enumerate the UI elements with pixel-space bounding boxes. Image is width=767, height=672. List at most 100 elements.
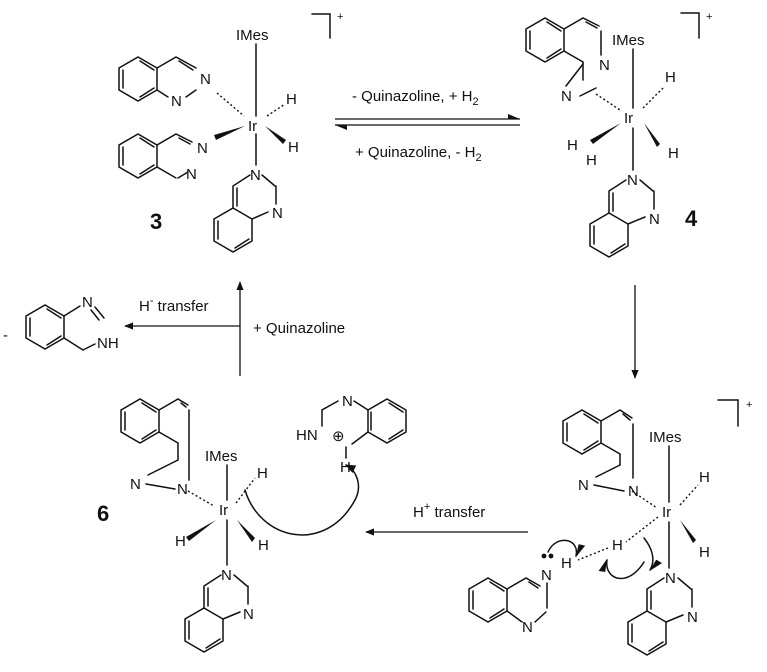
nitrogen-atom: N xyxy=(342,393,353,410)
nitrogen-atom: N xyxy=(541,567,552,584)
positive-charge: ⊕ xyxy=(332,428,345,445)
quinazoline-ligand: N N xyxy=(184,567,254,653)
quinazoline-ligand: N N xyxy=(120,398,190,498)
hydride-label: H xyxy=(612,537,623,554)
nitrogen-atom: N xyxy=(522,619,533,636)
bond-ir-h-wedge xyxy=(237,520,255,542)
iridium-label-3: Ir xyxy=(248,118,257,135)
nitrogen-atom: N xyxy=(171,93,182,110)
charge-plus-4: + xyxy=(706,11,712,23)
hn-atom: HN xyxy=(296,427,318,444)
quinazoline-ligand: N N xyxy=(589,172,660,258)
iridium-label-6: Ir xyxy=(219,502,228,519)
quinazoline-ligand: N N xyxy=(118,56,211,110)
hydride-label: H xyxy=(668,145,679,162)
complex-6: IMes Ir H H H N N N xyxy=(97,393,407,653)
proton-transfer-arrow: H+ transfer xyxy=(365,501,528,536)
quinazoline-ligand: N N xyxy=(562,409,639,500)
charge-bracket xyxy=(680,12,700,39)
add-quinazoline-label: + Quinazoline xyxy=(253,320,345,337)
nitrogen-atom: N xyxy=(250,167,261,184)
hydride-label: H xyxy=(561,555,572,572)
hydride-label: H xyxy=(340,459,351,476)
imes-label-4: IMes xyxy=(612,32,645,49)
equilibrium-arrow: - Quinazoline, + H2 + Quinazoline, - H2 xyxy=(335,88,520,164)
lone-pair-dot xyxy=(541,553,547,559)
hydride-label: H xyxy=(288,139,299,156)
bond-ir-n-dashed xyxy=(216,92,245,117)
nitrogen-atom: N xyxy=(197,140,208,157)
hydride-label: H xyxy=(286,91,297,108)
nitrogen-atom: N xyxy=(200,71,211,88)
lone-pair-dot xyxy=(548,553,554,559)
compound-number-4: 4 xyxy=(685,206,698,231)
hydride-label: H xyxy=(567,137,578,154)
quinazoline-ligand: N N xyxy=(213,167,283,253)
bond-ir-h-wedge xyxy=(680,520,696,543)
hydride-label: H xyxy=(258,537,269,554)
charge-bracket xyxy=(717,399,739,427)
dihydroquinazoline-product: - N NH xyxy=(3,294,119,352)
forward-condition-text: - Quinazoline, + H2 xyxy=(352,88,479,108)
bond-ir-n-wedge xyxy=(214,126,245,140)
bond-ir-h-wedge xyxy=(590,123,621,144)
bond-ir-n-dashed xyxy=(595,93,621,111)
nitrogen-atom: N xyxy=(177,481,188,498)
nitrogen-atom: N xyxy=(578,477,589,494)
iridium-label-4: Ir xyxy=(624,110,633,127)
imes-label-ts: IMes xyxy=(649,429,682,446)
hydride-label: H xyxy=(586,152,597,169)
proton-transfer-label: H+ transfer xyxy=(413,501,485,521)
nitrogen-atom: N xyxy=(186,166,197,183)
nitrogen-atom: N xyxy=(243,606,254,623)
curved-arrow xyxy=(244,464,360,536)
nitrogen-atom: N xyxy=(649,211,660,228)
imes-label-3: IMes xyxy=(236,27,269,44)
reverse-condition-text: + Quinazoline, - H2 xyxy=(355,144,482,164)
charge-bracket xyxy=(311,13,331,39)
quinazoline-ligand: N N xyxy=(627,570,698,656)
bond-ir-h-wedge xyxy=(644,123,660,147)
nitrogen-atom: N xyxy=(130,476,141,493)
iridium-label-ts: Ir xyxy=(662,504,671,521)
bond-ir-h-dashed xyxy=(642,87,664,109)
curved-arrow xyxy=(643,537,663,572)
leading-dash: - xyxy=(3,327,8,344)
bond-ir-n-dashed xyxy=(187,490,215,507)
hydride-transfer-label: H- transfer xyxy=(139,295,209,315)
nitrogen-atom: N xyxy=(599,57,610,74)
complex-4: + IMes Ir H H H H N N N xyxy=(525,11,712,258)
charge-plus-ts: + xyxy=(746,399,752,411)
quinazoline-ligand: N N xyxy=(525,17,610,105)
hydride-label: H xyxy=(175,533,186,550)
quinazolinium-cation: N HN ⊕ H xyxy=(296,393,407,476)
charge-plus-3: + xyxy=(337,11,343,23)
hydride-label: H xyxy=(665,69,676,86)
bond-ir-h-wedge xyxy=(186,520,216,541)
curved-arrow xyxy=(598,558,645,580)
nitrogen-atom: N xyxy=(627,172,638,189)
hydride-label: H xyxy=(699,544,710,561)
curved-arrow xyxy=(547,539,586,558)
bond-h-h-dashed xyxy=(577,547,609,561)
hydride-label: H xyxy=(699,469,710,486)
nitrogen-atom: N xyxy=(687,609,698,626)
bond-ir-h-wedge xyxy=(265,126,286,144)
bond-ir-h-dashed xyxy=(235,477,256,504)
quinazoline-ligand: N N xyxy=(118,133,208,183)
transition-complex: + IMes Ir H H H H N N xyxy=(468,399,752,656)
free-quinazoline: N N xyxy=(468,567,552,636)
imes-label-6: IMes xyxy=(205,448,238,465)
nitrogen-atom: N xyxy=(561,88,572,105)
compound-number-3: 3 xyxy=(150,209,162,234)
nitrogen-atom: N xyxy=(628,483,639,500)
hydride-label: H xyxy=(257,465,268,482)
nitrogen-atom: N xyxy=(665,570,676,587)
bond-ir-h-dashed xyxy=(679,484,699,506)
bond-ir-h-dashed xyxy=(266,103,286,117)
bond-ir-h-dashed xyxy=(625,516,659,543)
nitrogen-atom: N xyxy=(221,567,232,584)
nitrogen-atom: N xyxy=(272,205,283,222)
